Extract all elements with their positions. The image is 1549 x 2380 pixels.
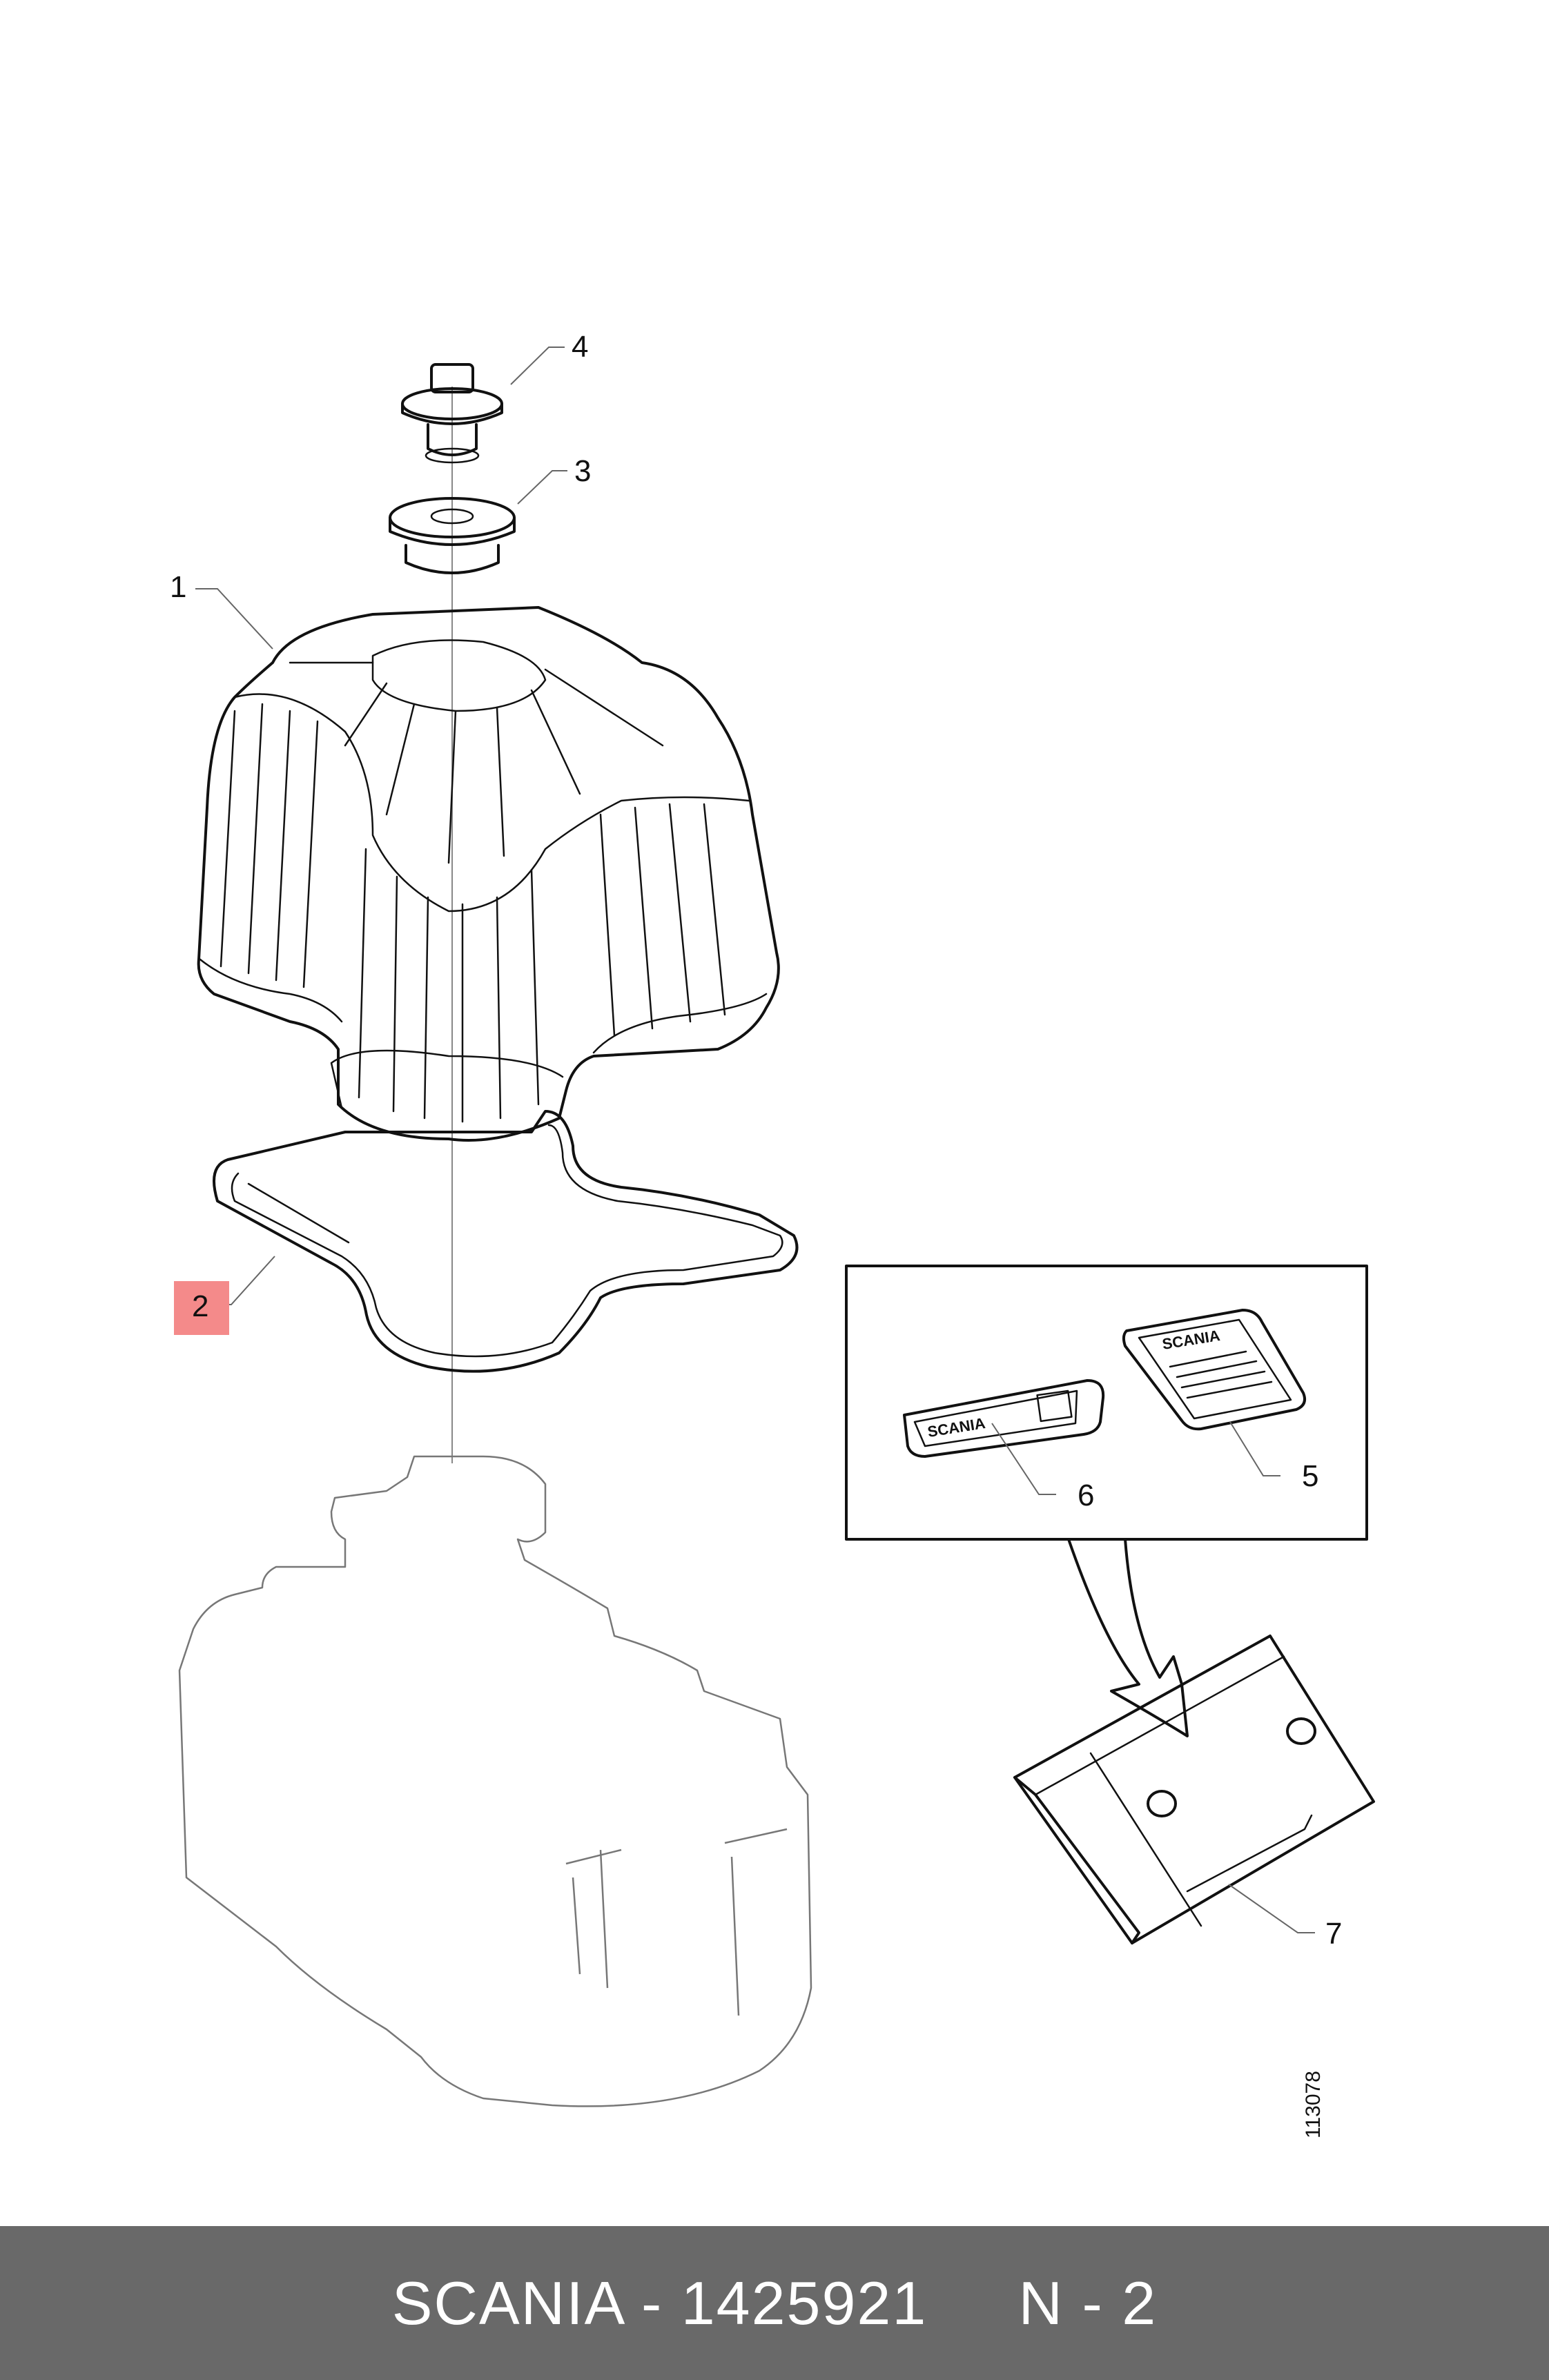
part-4-bolt[interactable] [401, 363, 503, 464]
drawing-number: 113078 [1302, 2071, 1325, 2138]
decal-inset-box [845, 1265, 1368, 1541]
callout-5[interactable]: 5 [1302, 1459, 1318, 1493]
callout-7[interactable]: 7 [1325, 1917, 1342, 1951]
footer-bar: SCANIA - 1425921 N - 2 [0, 2226, 1549, 2380]
part-1-valve-cover[interactable] [197, 606, 780, 1142]
footer-part-label: SCANIA - 1425921 N - 2 [391, 2268, 1158, 2337]
engine-block-outline [178, 1455, 812, 2107]
part-3-grommet[interactable] [389, 497, 516, 574]
callout-3[interactable]: 3 [574, 454, 591, 488]
callout-1[interactable]: 1 [170, 570, 186, 604]
exploded-parts-diagram: SCANIA SCANIA 4 3 1 2 6 5 [170, 330, 1375, 2138]
callout-4[interactable]: 4 [572, 330, 588, 364]
callout-6[interactable]: 6 [1078, 1479, 1094, 1512]
leader-lines [195, 347, 1315, 1933]
location-arrow [1067, 1538, 1189, 1737]
callout-2-highlight [174, 1281, 229, 1335]
callout-2[interactable]: 2 [192, 1289, 208, 1323]
part-2-gasket[interactable] [213, 1110, 799, 1373]
part-7-bracket[interactable] [1013, 1635, 1375, 1944]
